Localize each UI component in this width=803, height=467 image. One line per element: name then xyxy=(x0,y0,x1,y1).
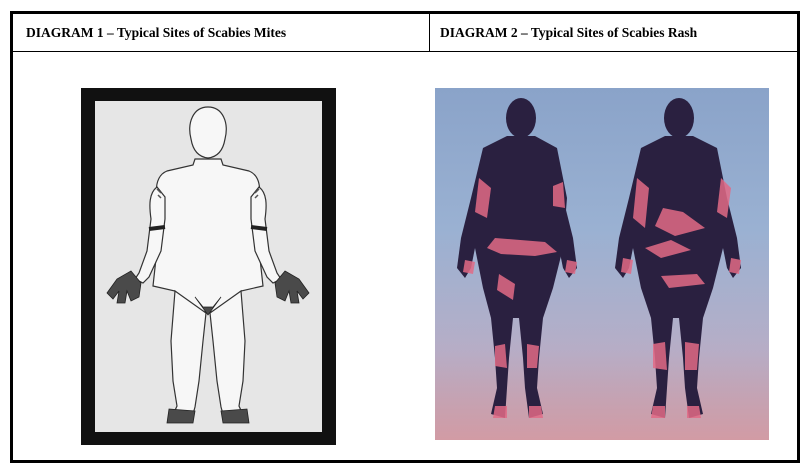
diagram-2-caption: DIAGRAM 2 – Typical Sites of Scabies Ras… xyxy=(430,14,797,52)
body-outline-drawing xyxy=(95,101,322,432)
caption-row: DIAGRAM 1 – Typical Sites of Scabies Mit… xyxy=(13,14,797,52)
rash-silhouettes-svg xyxy=(435,88,769,440)
scabies-mites-diagram xyxy=(81,88,336,445)
scabies-rash-photo xyxy=(435,88,769,440)
figure-table: DIAGRAM 1 – Typical Sites of Scabies Mit… xyxy=(10,11,800,463)
body-outline-svg xyxy=(95,101,322,432)
diagram-1-caption: DIAGRAM 1 – Typical Sites of Scabies Mit… xyxy=(13,14,430,52)
